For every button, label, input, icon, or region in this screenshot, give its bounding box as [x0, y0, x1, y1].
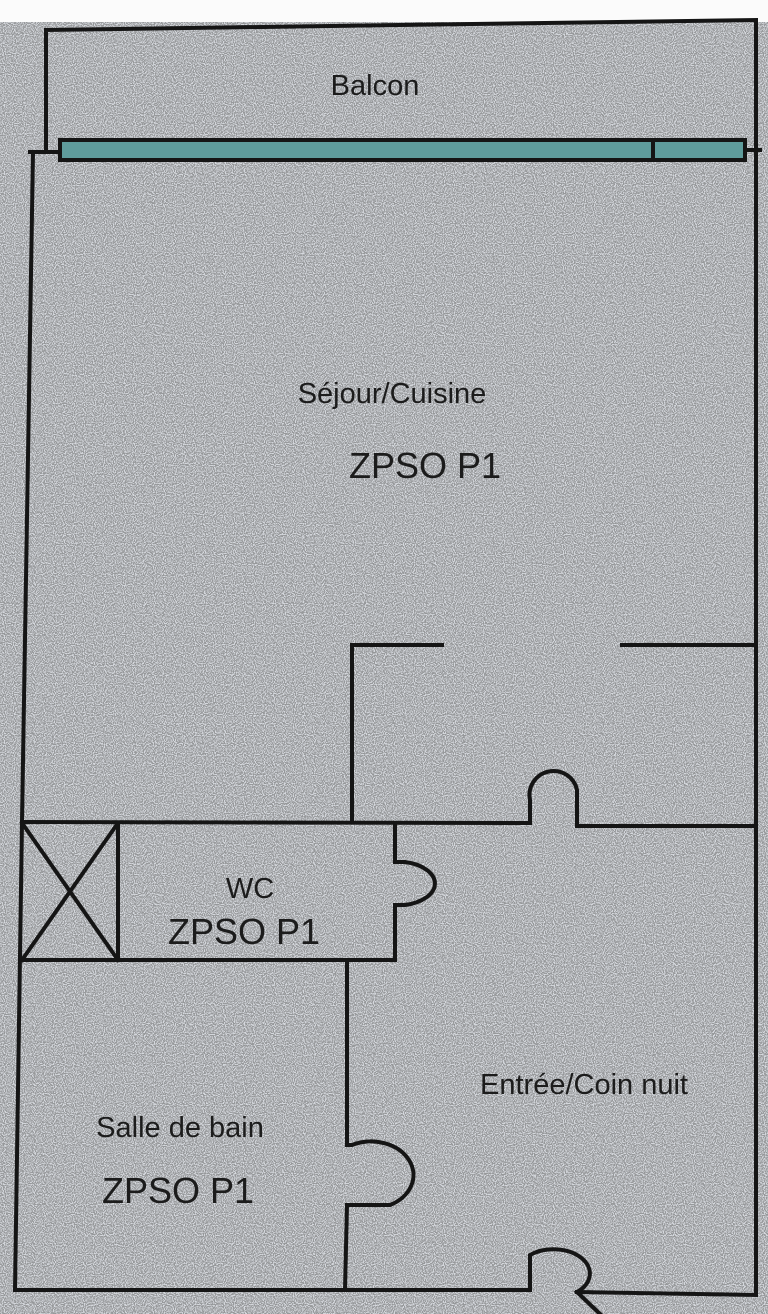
interior-wall [350, 643, 758, 824]
paper-speckle [0, 22, 768, 1314]
room-code-bathroom: ZPSO P1 [102, 1170, 254, 1211]
room-label-bathroom: Salle de bain [96, 1112, 264, 1144]
door-living[interactable] [527, 768, 579, 828]
outer-wall [12, 17, 759, 1298]
room-label-entry: Entrée/Coin nuit [480, 1069, 688, 1101]
door-bathroom[interactable] [345, 1139, 416, 1207]
shaft-box [19, 820, 121, 963]
room-label-wc: WC [226, 873, 274, 905]
door-entrance[interactable] [528, 1247, 603, 1314]
interior-wall [19, 819, 758, 828]
bathroom-wall [342, 958, 350, 1293]
wc-wall [18, 821, 437, 962]
room-code-wc: ZPSO P1 [168, 911, 320, 952]
room-code-living: ZPSO P1 [349, 445, 501, 486]
top-margin [0, 0, 768, 22]
room-label-living: Séjour/Cuisine [298, 378, 487, 410]
balcony-window [28, 138, 762, 162]
room-label-balcony: Balcon [331, 70, 420, 102]
